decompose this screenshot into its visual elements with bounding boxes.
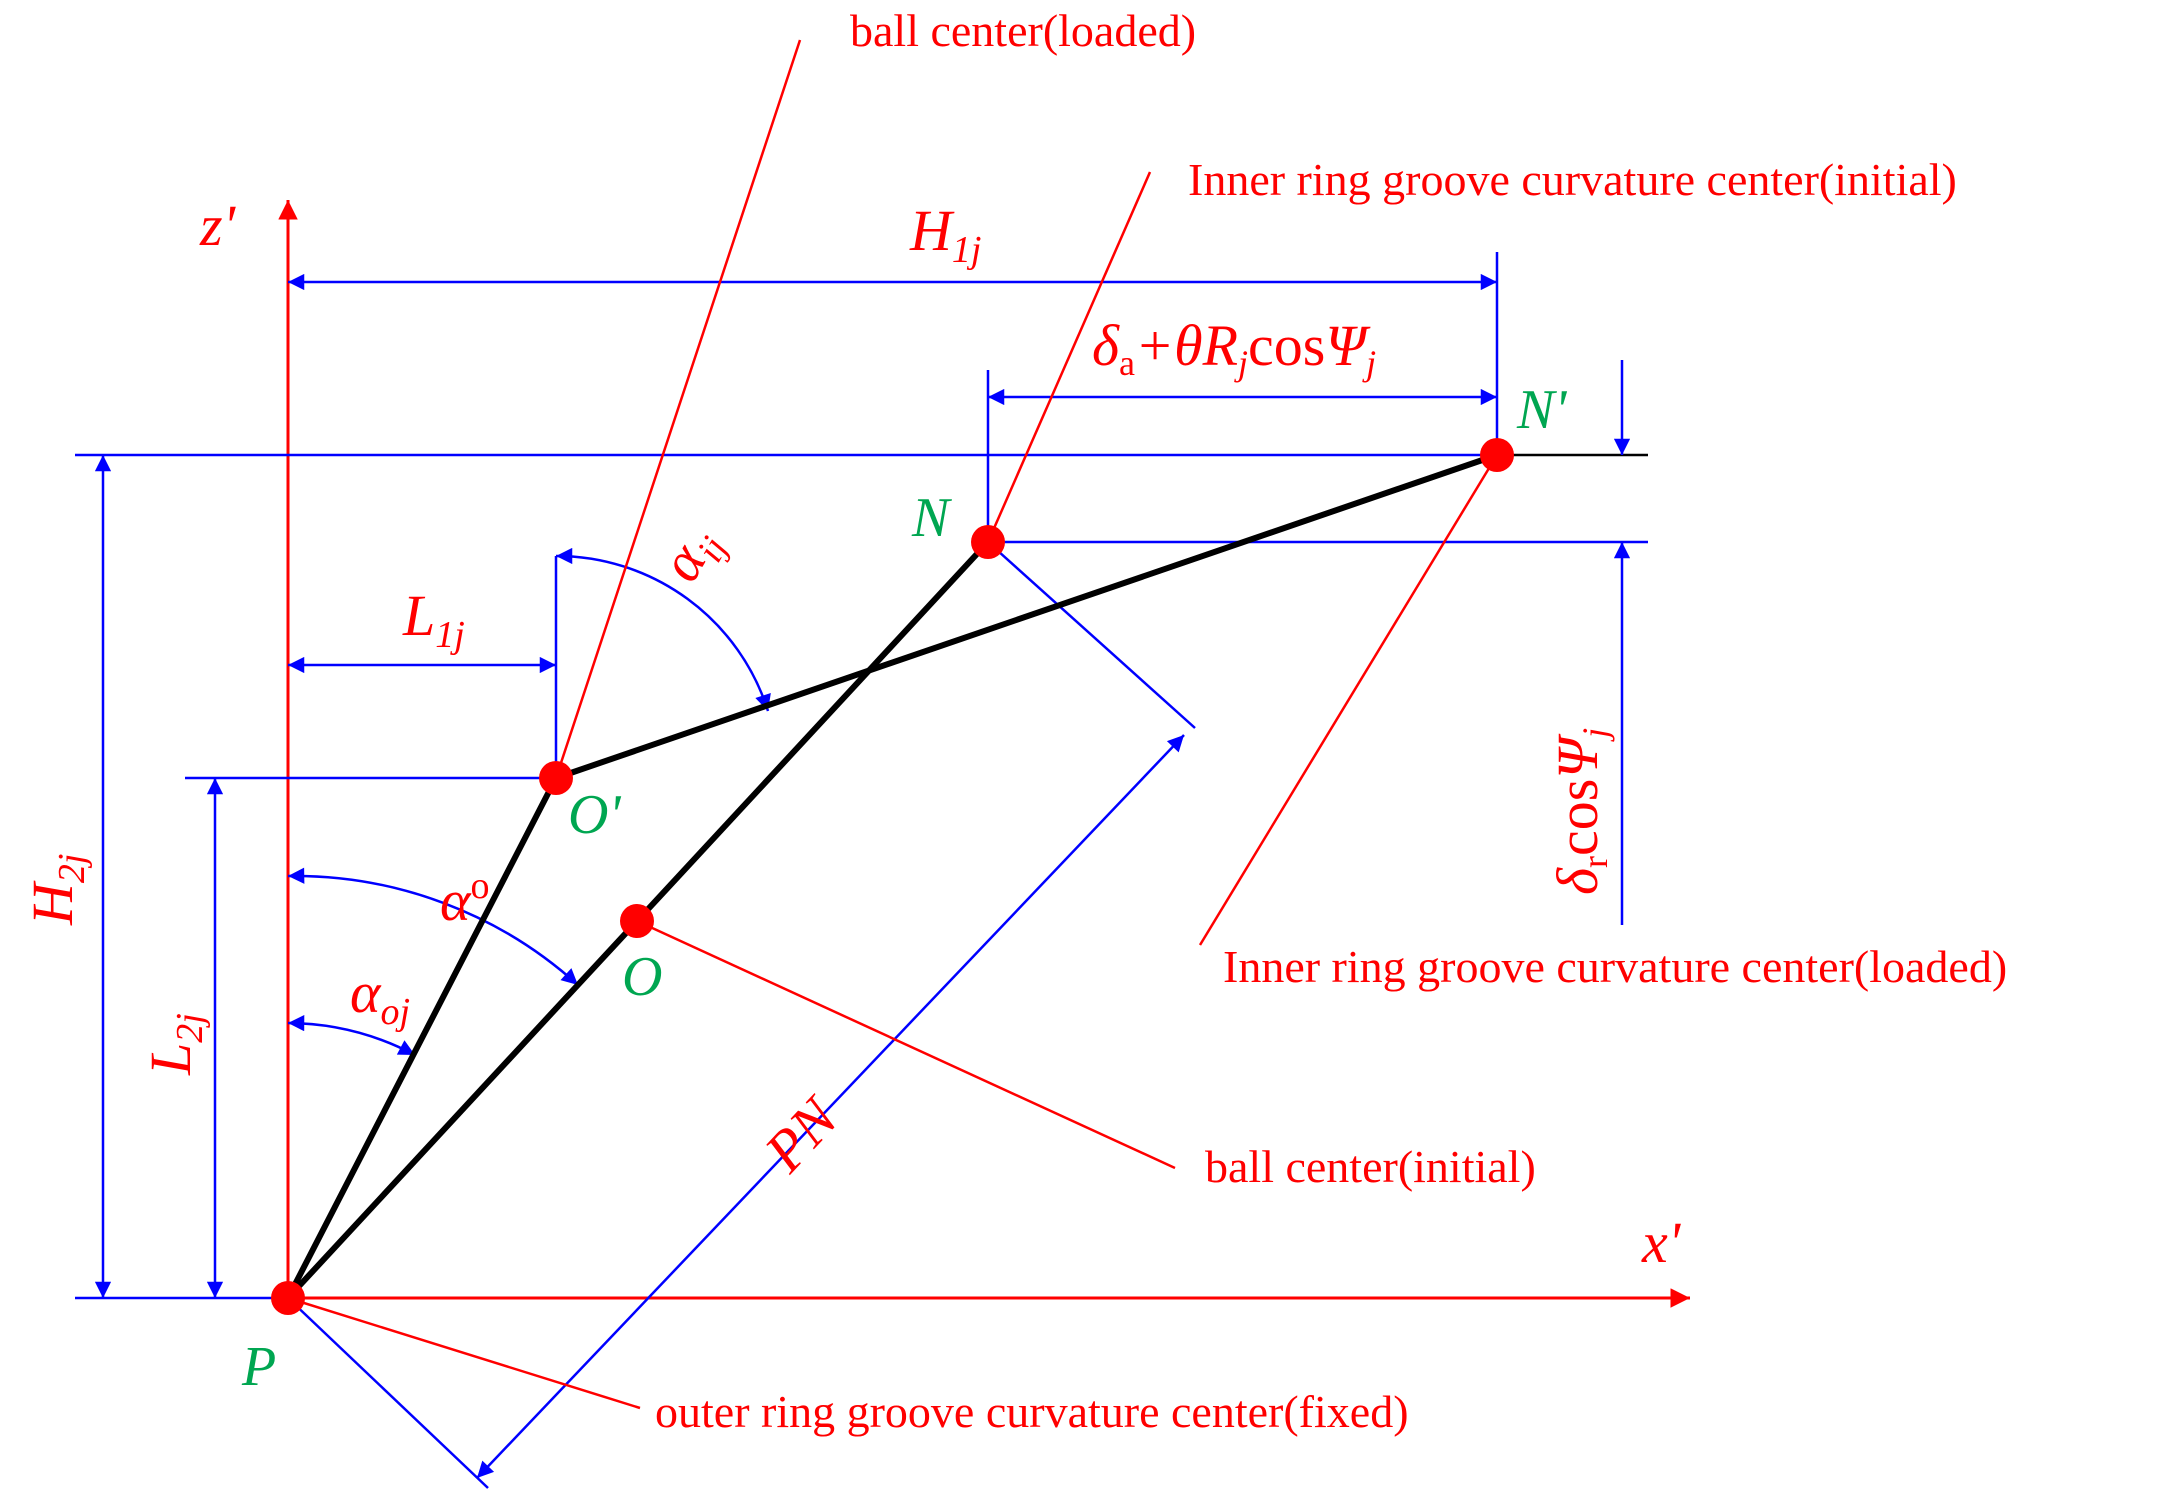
alpha-ij-arc bbox=[555, 547, 771, 712]
label-alpha-ij: αij bbox=[647, 514, 736, 595]
points bbox=[271, 438, 1514, 1315]
dimension-arrows bbox=[94, 273, 1631, 1479]
annotation-outer-ring-fixed: outer ring groove curvature center(fixed… bbox=[655, 1386, 1409, 1437]
leader-inner-initial bbox=[986, 171, 1152, 543]
label-n-prime: N' bbox=[1516, 379, 1567, 441]
label-o-prime: O' bbox=[568, 784, 621, 846]
pn-ext-from-p bbox=[287, 1297, 489, 1489]
label-n: N bbox=[911, 487, 952, 549]
label-l2j: L2j bbox=[138, 1013, 211, 1076]
leader-ball-initial bbox=[636, 919, 1176, 1170]
label-l1j: L1j bbox=[402, 583, 465, 656]
line-p-to-o-prime bbox=[285, 776, 559, 1300]
point-o-prime bbox=[539, 761, 573, 795]
axes: z' x' bbox=[199, 193, 1690, 1308]
point-labels: P O O' N N' bbox=[241, 379, 1567, 1398]
label-h2j: H2j bbox=[20, 854, 93, 926]
pn-arrow bbox=[476, 734, 1185, 1479]
label-h1j: H1j bbox=[909, 198, 981, 271]
z-axis-label: z' bbox=[199, 193, 237, 258]
label-p: P bbox=[241, 1336, 276, 1398]
annotation-inner-ring-initial: Inner ring groove curvature center(initi… bbox=[1188, 154, 1957, 205]
line-o-prime-to-n-prime bbox=[555, 452, 1498, 781]
angle-arcs bbox=[287, 547, 771, 1057]
pn-ext-from-n bbox=[987, 541, 1196, 729]
annotation-ball-center-initial: ball center(initial) bbox=[1205, 1141, 1536, 1192]
label-alpha-oj: αoj bbox=[350, 960, 410, 1033]
alpha-oj-arc bbox=[287, 1014, 416, 1057]
alpha-o-arc bbox=[287, 867, 579, 986]
annotations: ball center(loaded) Inner ring groove cu… bbox=[655, 5, 2007, 1437]
label-alpha-o: αo bbox=[440, 865, 489, 933]
point-n bbox=[971, 525, 1005, 559]
leader-ball-loaded bbox=[554, 39, 802, 779]
annotation-inner-ring-loaded: Inner ring groove curvature center(loade… bbox=[1223, 941, 2007, 992]
label-o: O bbox=[622, 946, 662, 1008]
point-o bbox=[620, 904, 654, 938]
leader-outer-fixed bbox=[287, 1296, 641, 1410]
point-p bbox=[271, 1281, 305, 1315]
annotation-ball-center-loaded: ball center(loaded) bbox=[850, 5, 1196, 56]
x-axis-label: x' bbox=[1641, 1210, 1682, 1275]
label-delta-r: δrcosΨj bbox=[1545, 728, 1615, 895]
leader-lines bbox=[287, 39, 1499, 1410]
leader-inner-loaded bbox=[1198, 454, 1499, 946]
point-n-prime bbox=[1480, 438, 1514, 472]
label-delta-a: δa+θRjcosΨj bbox=[1092, 313, 1376, 383]
reference-lines bbox=[75, 252, 1648, 1489]
